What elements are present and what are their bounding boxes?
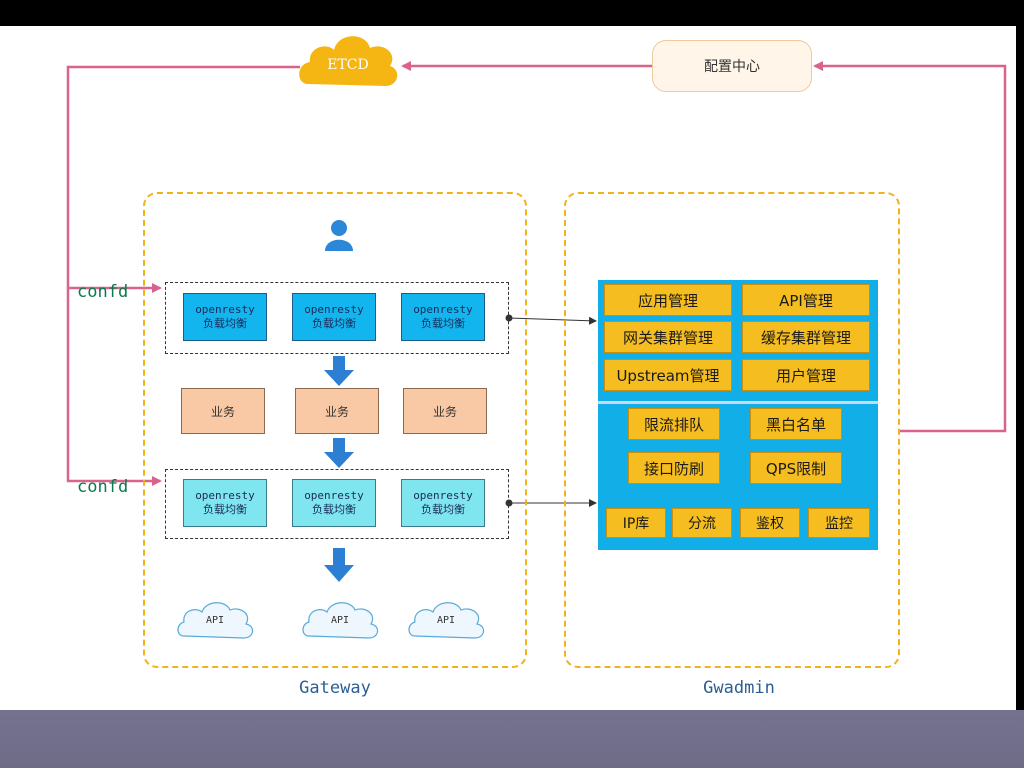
lb-group-top — [165, 282, 509, 354]
lb-node-desc: 负载均衡 — [421, 317, 465, 330]
panel-divider — [598, 401, 878, 404]
bottom-bar — [0, 710, 1024, 768]
lb-node: openresty 负载均衡 — [292, 479, 376, 527]
api-label: API — [205, 614, 225, 626]
gwadmin-label: Gwadmin — [703, 678, 775, 698]
confd-label-top: confd — [77, 282, 129, 302]
lb-node: openresty 负载均衡 — [183, 293, 267, 341]
qps-limit-item: QPS限制 — [750, 452, 842, 484]
down-arrow-icon — [324, 356, 354, 386]
anti-abuse-item: 接口防刷 — [628, 452, 720, 484]
diagram-canvas: ETCD 配置中心 confd confd openresty 负载均衡 ope… — [0, 26, 1016, 710]
lb-row1-to-admin — [508, 316, 597, 325]
gateway-container — [143, 192, 527, 668]
lb-node-name: openresty — [195, 303, 255, 316]
ip-library-item: IP库 — [606, 508, 666, 538]
lb-node-desc: 负载均衡 — [203, 317, 247, 330]
etcd-to-gateway-line — [66, 65, 300, 486]
lb-node-name: openresty — [304, 489, 364, 502]
monitoring-item: 监控 — [808, 508, 870, 538]
api-node: API — [405, 596, 487, 642]
lb-node-desc: 负载均衡 — [421, 503, 465, 516]
api-label: API — [330, 614, 350, 626]
rate-limit-queue-item: 限流排队 — [628, 408, 720, 440]
api-node: API — [174, 596, 256, 642]
cloud-icon — [408, 602, 485, 639]
lb-node: openresty 负载均衡 — [401, 293, 485, 341]
cloud-icon — [177, 602, 254, 639]
business-node: 业务 — [295, 388, 379, 434]
api-label: API — [436, 614, 456, 626]
right-bar — [1016, 0, 1024, 710]
upstream-management-item: Upstream管理 — [604, 359, 732, 391]
lb-node: openresty 负载均衡 — [401, 479, 485, 527]
down-arrow-icon — [324, 438, 354, 468]
black-white-list-item: 黑白名单 — [750, 408, 842, 440]
user-management-item: 用户管理 — [742, 359, 870, 391]
api-node: API — [299, 596, 381, 642]
business-node: 业务 — [403, 388, 487, 434]
cache-cluster-item: 缓存集群管理 — [742, 321, 870, 353]
user-icon — [325, 220, 353, 251]
connector-lines — [66, 61, 1007, 507]
app-management-item: 应用管理 — [604, 284, 732, 316]
gwadmin-container — [564, 192, 900, 668]
etcd-node: ETCD — [294, 26, 402, 92]
lb-node-desc: 负载均衡 — [312, 317, 356, 330]
gateway-label: Gateway — [299, 678, 371, 698]
gateway-cluster-item: 网关集群管理 — [604, 321, 732, 353]
lb-group-bottom — [165, 469, 509, 539]
lb-node: openresty 负载均衡 — [183, 479, 267, 527]
auth-item: 鉴权 — [740, 508, 800, 538]
confd-label-bottom: confd — [77, 477, 129, 497]
config-center-node: 配置中心 — [652, 40, 812, 92]
etcd-label: ETCD — [327, 57, 369, 73]
lb-node: openresty 负载均衡 — [292, 293, 376, 341]
lb-node-desc: 负载均衡 — [203, 503, 247, 516]
lb-node-name: openresty — [413, 303, 473, 316]
lb-node-name: openresty — [304, 303, 364, 316]
api-management-item: API管理 — [742, 284, 870, 316]
lb-node-name: openresty — [413, 489, 473, 502]
down-arrow-icon — [324, 548, 354, 582]
traffic-split-item: 分流 — [672, 508, 732, 538]
cloud-icon — [302, 602, 379, 639]
lb-node-name: openresty — [195, 489, 255, 502]
business-node: 业务 — [181, 388, 265, 434]
top-bar — [0, 0, 1024, 26]
lb-node-desc: 负载均衡 — [312, 503, 356, 516]
gwadmin-to-config-line — [813, 61, 1007, 433]
cloud-icon — [299, 36, 398, 86]
